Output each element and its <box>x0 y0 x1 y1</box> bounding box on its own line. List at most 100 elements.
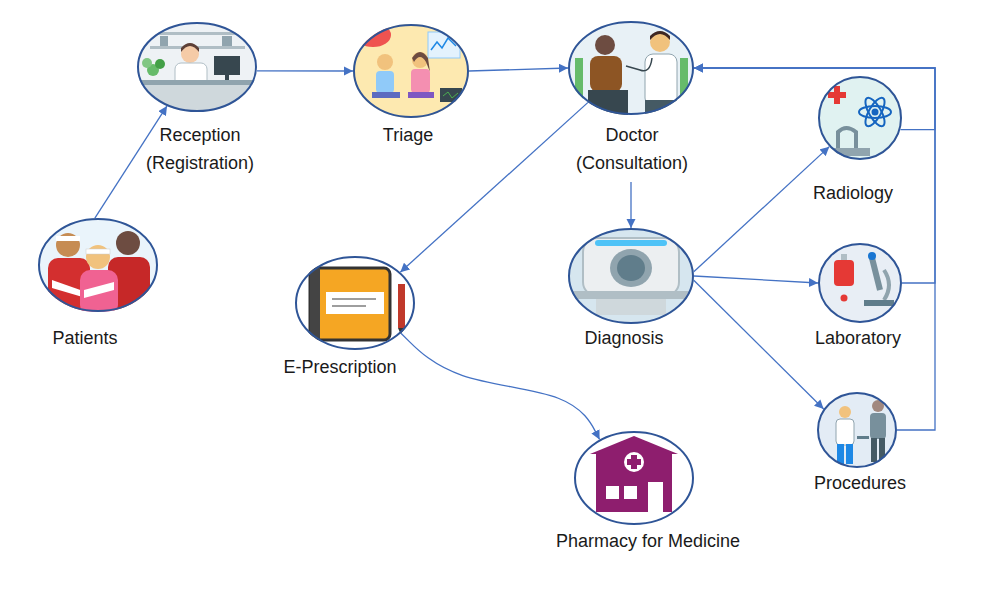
illustration-part <box>295 256 415 350</box>
node-outline <box>818 76 902 160</box>
illustration-part <box>626 58 652 71</box>
illustration-part <box>568 21 694 115</box>
illustration-part <box>838 128 856 150</box>
node-ellipse <box>819 244 901 322</box>
pharmacy-illustration <box>574 431 694 525</box>
illustration-part <box>857 436 869 439</box>
node-ellipse <box>138 23 256 111</box>
process-node: Procedures <box>817 392 897 468</box>
illustration-part <box>222 36 232 46</box>
node-outline <box>38 218 158 312</box>
illustration-part <box>214 56 240 75</box>
node-ellipse <box>569 22 693 114</box>
node-ellipse <box>569 229 693 323</box>
illustration-part <box>839 406 851 418</box>
node-label: Pharmacy for Medicine <box>556 527 740 555</box>
node-outline <box>568 228 694 324</box>
flow-arrow <box>257 70 353 71</box>
illustration-part <box>872 258 880 290</box>
illustration-part <box>862 95 888 129</box>
flow-arrow <box>401 333 600 439</box>
illustration-part <box>828 92 846 98</box>
process-node: Patients <box>38 218 158 312</box>
laboratory-illustration <box>818 243 902 323</box>
illustration-part <box>650 31 670 40</box>
illustration-part <box>398 284 405 328</box>
illustration-part <box>648 482 663 512</box>
illustration-part <box>872 109 879 116</box>
illustration-part <box>443 92 458 98</box>
illustration-part <box>841 295 848 302</box>
illustration-part <box>326 292 384 314</box>
illustration-part <box>575 58 583 113</box>
illustration-part <box>870 413 886 439</box>
node-label: Reception (Registration) <box>125 121 275 177</box>
illustration-part <box>818 76 902 160</box>
illustration-part <box>836 419 854 445</box>
illustration-part <box>624 452 644 472</box>
illustration-part <box>606 486 619 499</box>
illustration-part <box>56 233 80 257</box>
prescription-illustration <box>295 256 415 350</box>
illustration-part <box>871 438 877 462</box>
illustration-part <box>408 92 434 98</box>
illustration-part <box>624 486 637 499</box>
node-outline <box>295 256 415 350</box>
illustration-part <box>86 245 110 269</box>
illustration-part <box>160 36 168 46</box>
illustration-part <box>574 431 694 525</box>
node-outline <box>353 24 469 118</box>
illustration-part <box>837 444 844 464</box>
illustration-part <box>817 392 897 468</box>
flow-arrow <box>694 276 818 283</box>
illustration-part <box>353 24 469 118</box>
illustration-part <box>181 43 199 52</box>
node-label: Doctor (Consultation) <box>557 121 707 177</box>
illustration-part <box>650 32 670 52</box>
flow-arrow <box>694 68 935 430</box>
illustration-part <box>868 252 876 260</box>
diagnosis-illustration <box>568 228 694 324</box>
flow-arrow <box>469 68 568 71</box>
illustration-part <box>596 299 666 315</box>
illustration-part <box>859 106 891 118</box>
patients-illustration <box>38 218 158 315</box>
process-node: Laboratory <box>818 243 902 323</box>
illustration-part <box>568 228 694 324</box>
node-label: Radiology <box>813 179 893 207</box>
process-node: Doctor (Consultation) <box>568 21 694 115</box>
illustration-part <box>355 23 391 47</box>
node-outline <box>818 243 902 323</box>
process-node: Radiology <box>818 76 902 160</box>
illustration-part <box>595 35 615 55</box>
process-node: Triage <box>353 24 469 118</box>
node-label: Patients <box>52 324 117 352</box>
illustration-part <box>84 282 114 298</box>
triage-illustration <box>353 23 469 118</box>
node-ellipse <box>819 77 901 159</box>
illustration-part <box>116 231 140 255</box>
node-outline <box>137 22 257 112</box>
node-ellipse <box>818 393 896 467</box>
illustration-part <box>610 249 652 287</box>
illustration-part <box>617 255 645 281</box>
doctor-illustration <box>568 21 694 115</box>
illustration-part <box>818 243 902 323</box>
process-node: E-Prescription <box>295 256 415 350</box>
illustration-part <box>834 260 854 286</box>
illustration-part <box>862 95 888 129</box>
illustration-part <box>411 69 430 93</box>
illustration-part <box>332 305 366 307</box>
node-label: Diagnosis <box>584 324 663 352</box>
illustration-part <box>150 32 245 35</box>
illustration-part <box>846 444 853 464</box>
illustration-part <box>645 54 677 106</box>
node-outline <box>574 431 694 525</box>
process-node: Diagnosis <box>568 228 694 324</box>
illustration-part <box>841 254 847 260</box>
node-label: Procedures <box>814 469 906 497</box>
illustration-part <box>137 80 257 85</box>
illustration-part <box>155 59 165 69</box>
illustration-part <box>86 249 110 254</box>
